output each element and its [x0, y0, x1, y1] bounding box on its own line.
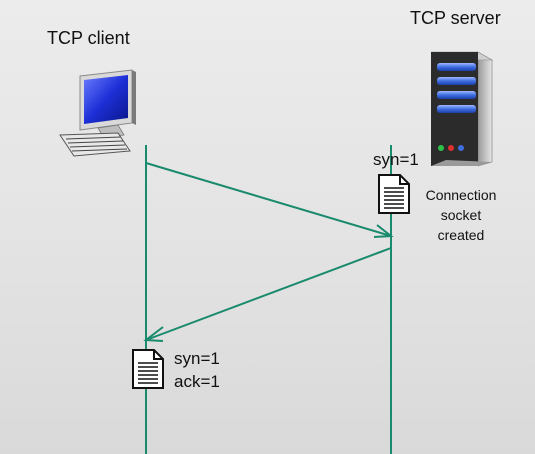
server-received-segment-label: syn=1	[373, 150, 419, 169]
syn-ack-arrow	[143, 247, 392, 342]
segment-flag-syn: syn=1	[174, 349, 220, 368]
segment-flag-ack: ack=1	[174, 372, 220, 391]
document-icon	[132, 349, 164, 389]
server-tower-icon	[430, 51, 494, 167]
connection-socket-note: Connection socket created	[425, 187, 497, 243]
client-title: TCP client	[47, 28, 130, 48]
server-title: TCP server	[410, 8, 501, 28]
syn-arrow	[145, 162, 394, 238]
client-received-segment-label: syn=1 ack=1	[174, 347, 220, 393]
document-icon	[378, 174, 410, 214]
desktop-computer-icon	[59, 69, 136, 157]
